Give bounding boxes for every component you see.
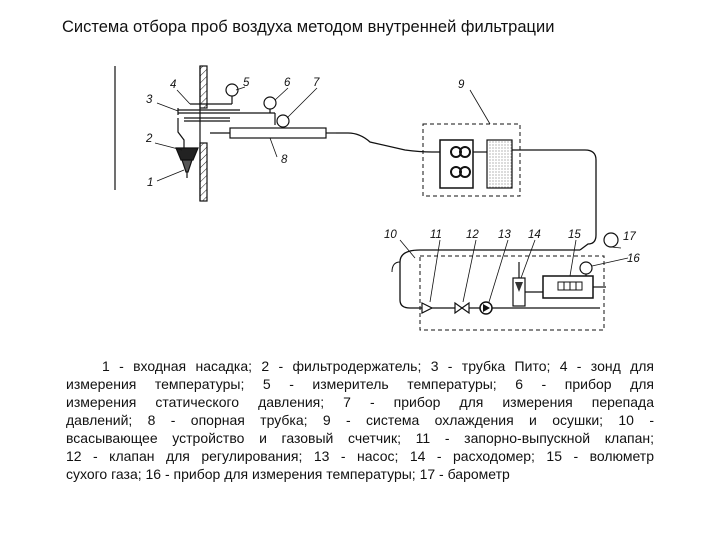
sampling-system-diagram: 1 2 3 4 5 6 7 8 9 10 11 12 13 14 15 16 1…: [114, 65, 640, 331]
probe-assembly: [175, 96, 336, 178]
label-12: 12: [466, 229, 479, 241]
label-13: 13: [498, 229, 511, 241]
label-9: 9: [458, 79, 465, 91]
label-15: 15: [568, 229, 581, 241]
sample-line: [336, 132, 445, 153]
label-3: 3: [146, 94, 153, 106]
legend-line: измерения статического давления; 7 - при…: [66, 394, 654, 410]
legend-line: измерения температуры; 5 - измеритель те…: [66, 376, 654, 392]
duct-wall: [114, 65, 208, 202]
label-6: 6: [284, 77, 291, 89]
label-16: 16: [627, 253, 640, 265]
suction-device-gas-meter: [391, 249, 606, 331]
page-title: Система отбора проб воздуха методом внут…: [62, 18, 555, 36]
label-8: 8: [281, 154, 288, 166]
label-7: 7: [313, 77, 320, 89]
label-17: 17: [623, 231, 636, 243]
legend-line: всасывающее устройство и газовый счетчик…: [66, 430, 654, 446]
label-4: 4: [170, 79, 176, 91]
label-10: 10: [384, 229, 397, 241]
diagram-legend: 1 - входная насадка; 2 - фильтродержател…: [66, 357, 654, 483]
leader-lines: [154, 86, 629, 303]
label-1: 1: [147, 177, 153, 189]
legend-line: 1 - входная насадка; 2 - фильтродержател…: [102, 358, 654, 374]
label-11: 11: [430, 229, 442, 241]
gauges-top: [225, 83, 290, 128]
part-labels: 1 2 3 4 5 6 7 8 9 10 11 12 13 14 15 16 1…: [145, 77, 640, 265]
label-14: 14: [528, 229, 541, 241]
barometer: [603, 232, 619, 248]
cooling-drying-system: [422, 123, 521, 197]
legend-line: сухого газа; 16 - прибор для измерения т…: [66, 466, 510, 482]
label-2: 2: [145, 133, 153, 145]
legend-line: давлений; 8 - опорная трубка; 9 - систем…: [66, 412, 654, 428]
label-5: 5: [243, 77, 250, 89]
legend-line: 12 - клапан для регулирования; 13 - насо…: [66, 448, 654, 464]
